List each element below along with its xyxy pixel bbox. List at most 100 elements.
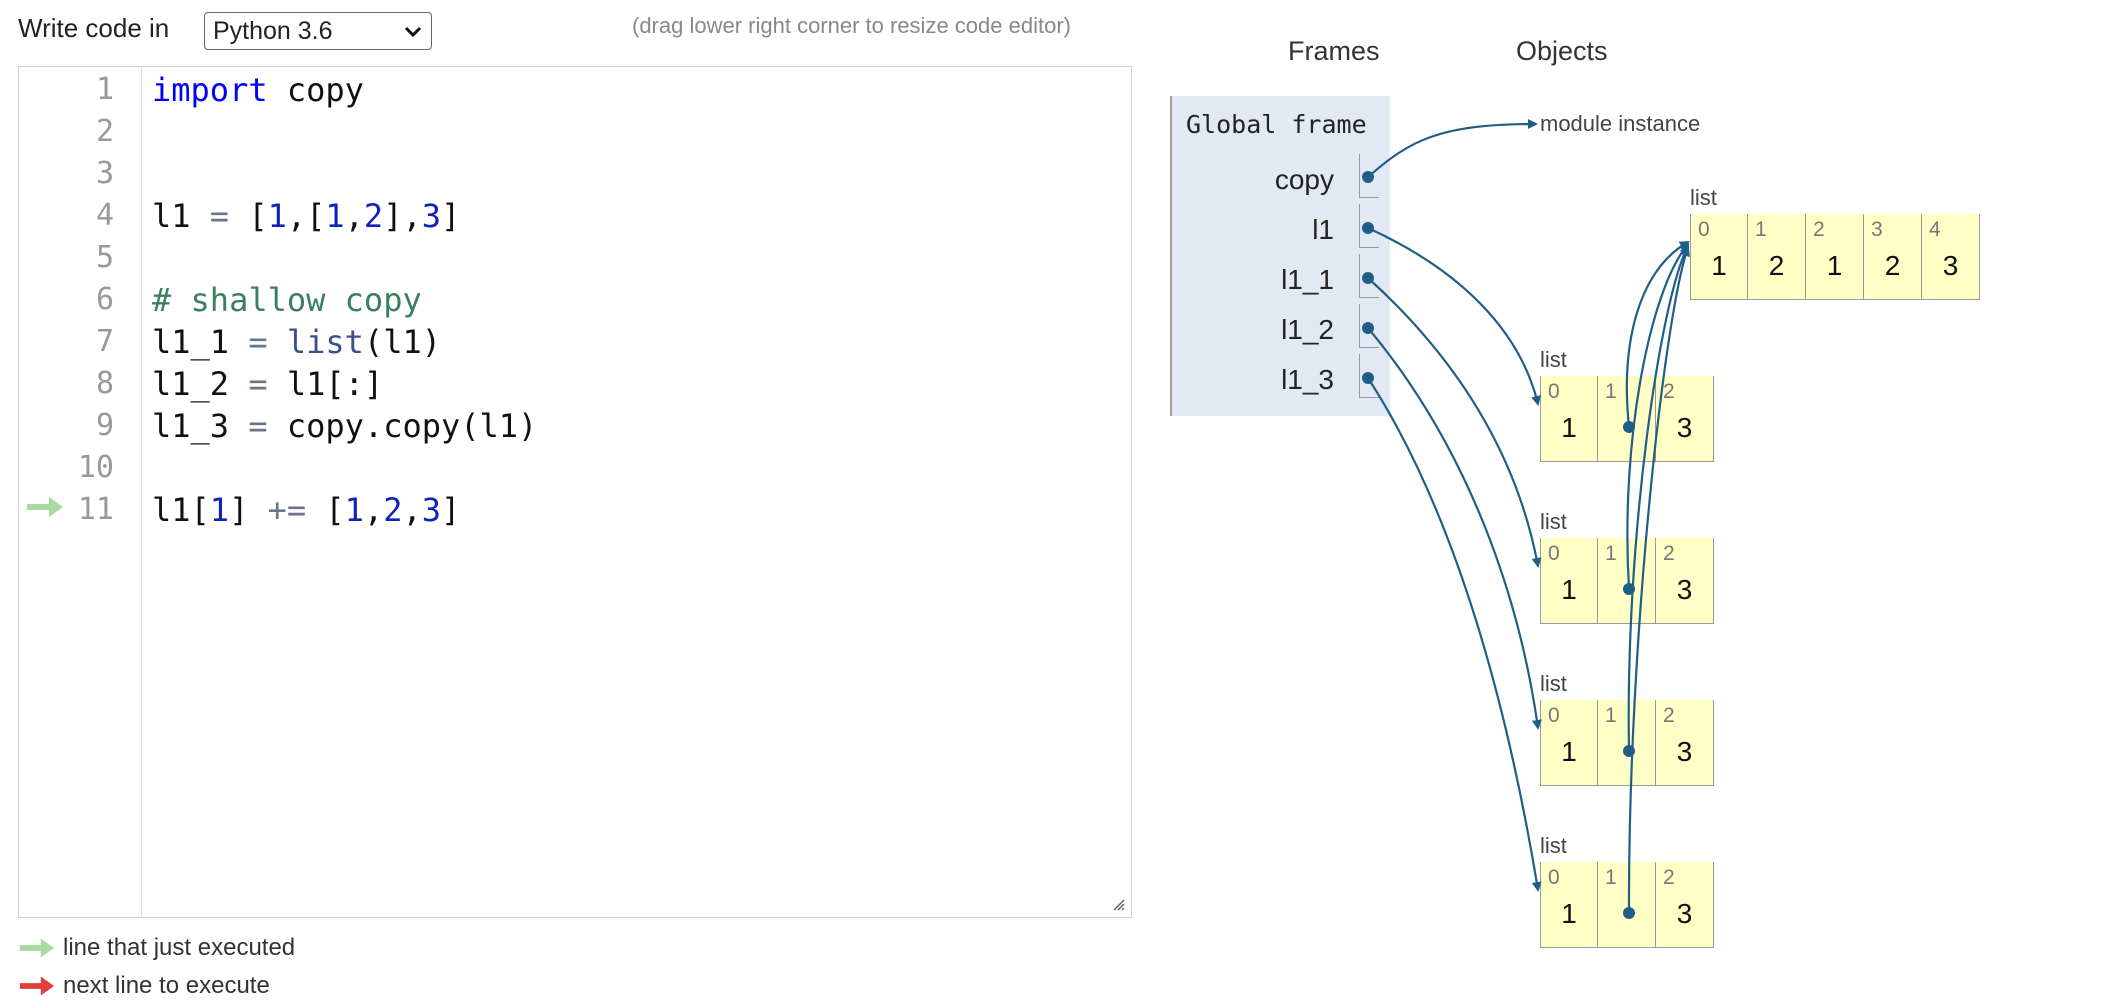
list-index: 0 [1698, 218, 1710, 241]
pointer-arrow [1367, 226, 1541, 406]
list-cell: 1 [1598, 862, 1656, 948]
list-value: 1 [1561, 898, 1577, 929]
code-editor[interactable]: 1 2 3 4 5 6 7 8 9 10 11 import copy l1 =… [18, 66, 1132, 918]
green-arrow-icon [19, 938, 55, 958]
code-token: , [344, 197, 364, 235]
code-token: = [248, 407, 268, 445]
code-line-7: l1_1 = list(l1) [152, 321, 441, 363]
code-token: ,[ [286, 197, 326, 235]
list-type-label: list [1540, 509, 1567, 534]
resize-grip-icon[interactable] [1109, 895, 1125, 911]
line-number: 5 [95, 240, 114, 275]
line-number: 4 [95, 198, 114, 233]
line-number: 9 [95, 408, 114, 443]
list-cell: 1 [1598, 538, 1656, 624]
code-token: ] [440, 197, 461, 235]
list-index: 1 [1605, 866, 1617, 889]
list-type-label: list [1540, 671, 1567, 696]
list-index: 0 [1548, 866, 1560, 889]
pointer-arrow [1367, 377, 1542, 892]
list-index: 1 [1605, 704, 1617, 727]
list-value: 1 [1561, 736, 1577, 767]
code-token: (l1) [363, 323, 441, 361]
line-number: 11 [77, 492, 114, 527]
code-line-9: l1_3 = copy.copy(l1) [152, 405, 537, 447]
code-token: copy.copy(l1) [267, 407, 538, 445]
list-type-label: list [1540, 833, 1567, 858]
list-index: 2 [1813, 218, 1825, 241]
code-line-6: # shallow copy [152, 281, 422, 319]
chevron-down-icon [404, 26, 422, 38]
var-pointer-box [1359, 254, 1379, 298]
code-token: 1 [209, 491, 230, 529]
var-name-l1_3: l1_3 [1281, 364, 1334, 395]
list-index: 1 [1755, 218, 1767, 241]
code-line-8: l1_2 = l1[:] [152, 363, 383, 405]
list-index: 2 [1663, 866, 1675, 889]
list-index: 1 [1605, 542, 1617, 565]
list-index: 0 [1548, 704, 1560, 727]
global-frame: Global frame copy l1 l1_1 l1_2 l1_3 [1170, 96, 1390, 416]
current-line-arrow-icon [27, 497, 63, 517]
list-value: 3 [1676, 574, 1693, 605]
var-name-copy: copy [1274, 164, 1334, 195]
code-token: [ [306, 491, 345, 529]
list-value: 3 [1676, 736, 1693, 767]
line-number: 2 [95, 114, 114, 149]
code-token: 2 [383, 491, 403, 529]
list-value: 3 [1676, 412, 1693, 443]
code-token: l1_3 [152, 407, 249, 445]
line-number: 7 [95, 324, 114, 359]
list-index: 3 [1871, 218, 1883, 241]
pointer-arrow [1367, 327, 1542, 730]
list-value: 1 [1711, 250, 1727, 281]
line-number: 10 [77, 450, 114, 485]
code-token: 1 [267, 197, 287, 235]
code-token: ] [440, 491, 461, 529]
legend-next-to-execute: next line to execute [18, 972, 418, 1002]
line-number: 6 [95, 282, 114, 317]
code-token: l1[ [152, 491, 210, 529]
list-type-label: list [1690, 185, 1717, 210]
code-token: l1_1 [152, 323, 249, 361]
resize-hint: (drag lower right corner to resize code … [632, 13, 1071, 38]
pointer-arrow [1627, 244, 1689, 752]
list-value: 3 [1676, 898, 1693, 929]
legend-just-executed-label: line that just executed [63, 934, 296, 961]
code-token: 1 [325, 197, 345, 235]
list-value: 1 [1826, 250, 1843, 281]
code-token: [ [229, 197, 268, 235]
code-token: l1[:] [267, 365, 384, 403]
language-select[interactable]: Python 3.6 [204, 12, 432, 50]
var-name-l1_2: l1_2 [1281, 314, 1334, 345]
list-index: 4 [1929, 218, 1941, 241]
code-token [268, 323, 287, 361]
language-label: Write code in [18, 13, 170, 43]
line-number-gutter: 1 2 3 4 5 6 7 8 9 10 11 [19, 67, 142, 917]
code-token: copy [267, 71, 364, 109]
code-token: l1_2 [152, 365, 249, 403]
var-pointer-box [1359, 304, 1379, 348]
global-frame-title: Global frame [1186, 110, 1367, 139]
pointer-arrow [1367, 119, 1538, 178]
var-name-l1_1: l1_1 [1281, 264, 1334, 295]
list-cell: 1 [1598, 376, 1656, 462]
var-pointer-box [1359, 154, 1379, 198]
code-line-1: import copy [152, 69, 364, 111]
pointer-arrow [1367, 277, 1542, 568]
code-token: list [286, 323, 364, 361]
list-index: 2 [1663, 704, 1675, 727]
